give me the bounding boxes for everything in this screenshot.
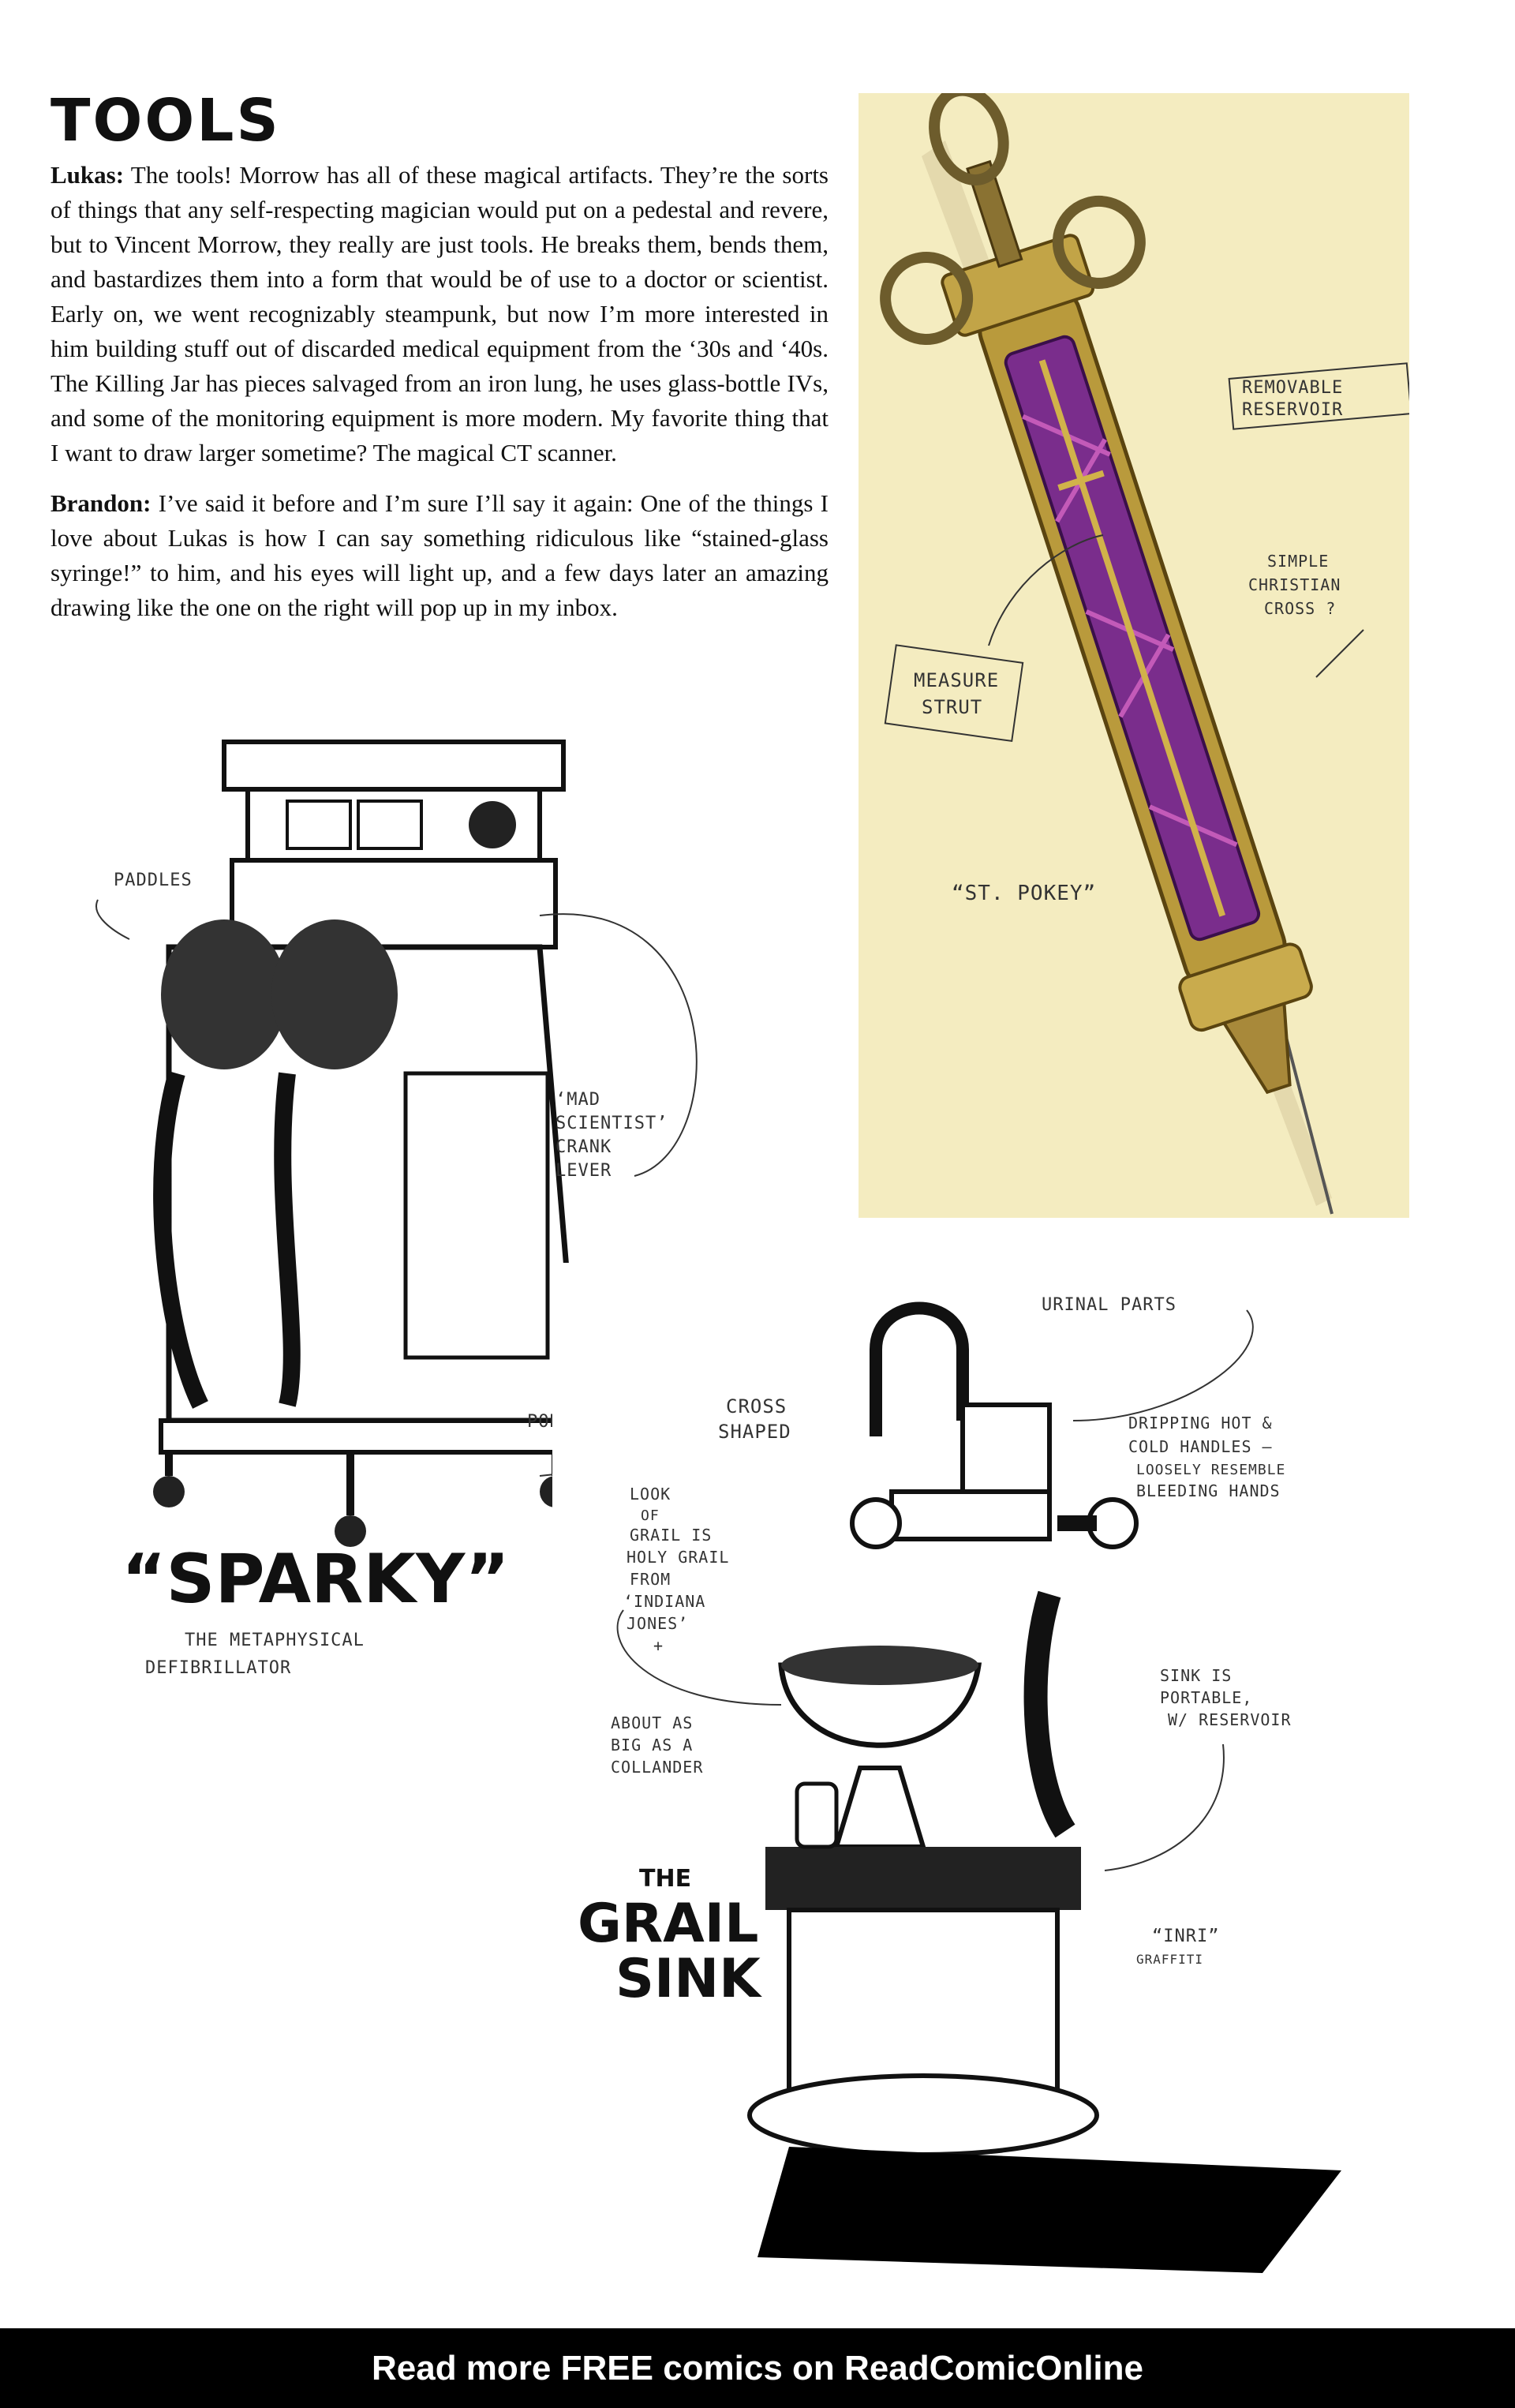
note-name: “ST. POKEY” — [952, 882, 1096, 905]
syringe-drawing: REMOVABLE RESERVOIR SIMPLE CHRISTIAN CRO… — [858, 93, 1409, 1218]
note-strut-2: STRUT — [922, 696, 982, 718]
dial — [469, 801, 516, 848]
note-cross-2: CHRISTIAN — [1248, 575, 1341, 594]
comic-page: TOOLS Lukas: The tools! Morrow has all o… — [50, 87, 1436, 2281]
note-look-1: LOOK — [630, 1485, 671, 1504]
speaker-name: Brandon: — [50, 489, 152, 517]
paragraph-body: I’ve said it before and I’m sure I’ll sa… — [50, 489, 829, 621]
note-lever-4: LEVER — [556, 1161, 612, 1181]
note-look-3: GRAIL IS — [630, 1526, 712, 1545]
note-look-7: JONES’ — [627, 1614, 688, 1633]
footer-banner: Read more FREE comics on ReadComicOnline — [0, 2328, 1515, 2408]
cross-arrow — [1315, 629, 1364, 678]
note-about-2: BIG AS A — [611, 1736, 693, 1755]
note-lever-2: SCIENTIST’ — [556, 1114, 668, 1133]
reservoir-note-box — [1228, 362, 1409, 430]
strut-note-box — [884, 644, 1024, 743]
note-about-3: COLLANDER — [611, 1758, 703, 1777]
note-cross-3: CROSS ? — [1264, 599, 1336, 618]
note-dripping-3: LOOSELY RESEMBLE — [1136, 1462, 1285, 1478]
soap-bottle — [795, 1781, 839, 1849]
note-paddles: PADDLES — [114, 871, 193, 890]
sparky-subtitle-1: THE METAPHYSICAL — [185, 1631, 365, 1650]
machine-top — [222, 740, 566, 792]
faucet — [870, 1301, 969, 1436]
note-sink-2: PORTABLE, — [1160, 1688, 1252, 1707]
grail-basin — [778, 1662, 982, 1748]
note-cross-shaped-2: SHAPED — [718, 1421, 791, 1443]
note-dripping-2: COLD HANDLES – — [1128, 1437, 1273, 1456]
note-cross-1: SIMPLE — [1267, 552, 1329, 571]
section-title: TOOLS — [50, 87, 281, 155]
note-graffiti: GRAFFITI — [1136, 1952, 1203, 1967]
sparky-subtitle-2: DEFIBRILLATOR — [145, 1658, 291, 1678]
speaker-name: Lukas: — [50, 161, 125, 189]
note-look-5: FROM — [630, 1570, 671, 1589]
note-reservoir-2: RESERVOIR — [1242, 400, 1343, 420]
hot-handle — [850, 1497, 902, 1549]
sparky-illustration: PADDLES ‘MAD SCIENTIST’ CRANK LEVER PORT… — [50, 710, 769, 1689]
paragraph-body: The tools! Morrow has all of these magic… — [50, 161, 829, 466]
note-lever-1: ‘MAD — [556, 1090, 600, 1110]
syringe-barrel — [880, 93, 1313, 1095]
note-strut-1: MEASURE — [914, 669, 999, 691]
grail-sink-drawing: URINAL PARTS CROSS SHAPED DRIPPING HOT &… — [552, 1263, 1436, 2281]
paragraph-brandon: Brandon: I’ve said it before and I’m sur… — [50, 486, 829, 625]
note-dripping-1: DRIPPING HOT & — [1128, 1414, 1273, 1432]
paragraph-lukas: Lukas: The tools! Morrow has all of thes… — [50, 158, 829, 470]
note-cross-shaped-1: CROSS — [726, 1395, 787, 1417]
note-dripping-4: BLEEDING HANDS — [1136, 1481, 1281, 1500]
note-look-2: OF — [641, 1507, 660, 1524]
floor-shadow — [758, 2147, 1341, 2273]
sink-cabinet-top — [765, 1847, 1081, 1910]
note-reservoir-1: REMOVABLE — [1242, 378, 1343, 398]
note-inri: “INRI” — [1152, 1927, 1219, 1946]
note-urinal: URINAL PARTS — [1042, 1295, 1176, 1315]
note-about-1: ABOUT AS — [611, 1713, 693, 1732]
strut-arrow — [988, 534, 1104, 646]
paddle-right — [271, 919, 398, 1069]
commentary-text: Lukas: The tools! Morrow has all of thes… — [50, 158, 829, 641]
note-sink-1: SINK IS — [1160, 1666, 1232, 1685]
note-look-8: + — [653, 1636, 664, 1655]
sparky-title: “SPARKY” — [122, 1540, 510, 1619]
grail-title-3: SINK — [615, 1948, 762, 2010]
note-look-4: HOLY GRAIL — [627, 1548, 729, 1567]
note-sink-3: W/ RESERVOIR — [1168, 1710, 1292, 1729]
sparky-drawing: PADDLES ‘MAD SCIENTIST’ CRANK LEVER PORT… — [50, 710, 769, 1689]
grail-sink-illustration: URINAL PARTS CROSS SHAPED DRIPPING HOT &… — [552, 1263, 1436, 2281]
paddle-left — [161, 919, 287, 1069]
note-lever-3: CRANK — [556, 1137, 612, 1157]
note-look-6: ‘INDIANA — [623, 1592, 705, 1611]
grail-title-1: THE — [639, 1865, 691, 1893]
grail-title-2: GRAIL — [578, 1893, 758, 1955]
syringe-illustration: REMOVABLE RESERVOIR SIMPLE CHRISTIAN CRO… — [858, 93, 1409, 1218]
